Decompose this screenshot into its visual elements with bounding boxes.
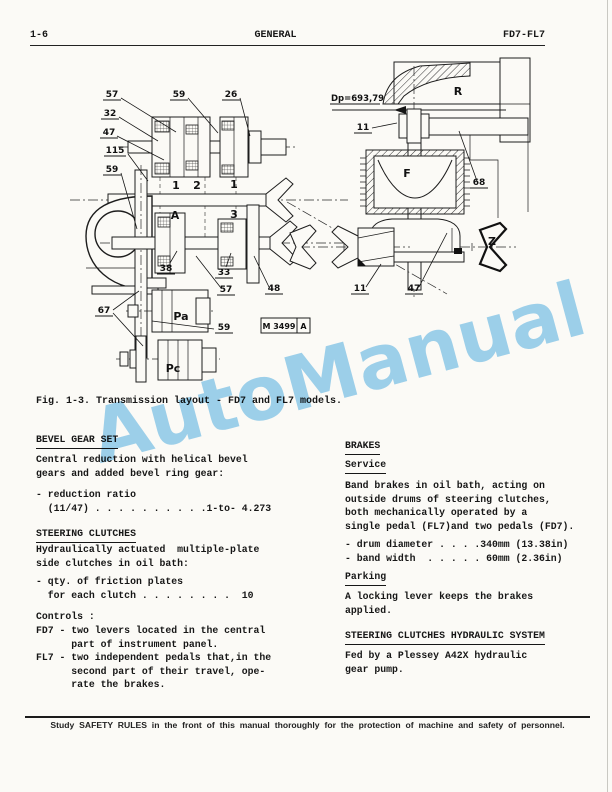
section-title: GENERAL (254, 30, 297, 41)
callout-57: 57 (106, 90, 119, 100)
pump-label-Pa: Pa (173, 310, 188, 323)
model-code: FD7-FL7 (502, 30, 545, 41)
callout-leader-lines (112, 97, 478, 347)
callout-47: 47 (103, 128, 116, 138)
figure-caption: Fig. 1-3. Transmission layout - FD7 and … (36, 396, 343, 407)
steering-clutches-heading: STEERING CLUTCHES (36, 527, 136, 543)
callout-32: 32 (104, 109, 117, 119)
gear-label-A: A (171, 209, 180, 222)
ujoint-yoke-left (289, 224, 317, 270)
hydraulic-system-body: Fed by a Plessey A42X hydraulic gear pum… (345, 650, 528, 675)
callout-115: 115 (106, 146, 125, 156)
gear-label-2: 2 (193, 179, 201, 192)
callout-67: 67 (98, 306, 111, 316)
parking-heading: Parking (345, 570, 387, 586)
yoke-Z (478, 221, 508, 273)
gear-label-1: 1 (172, 179, 180, 192)
service-spec: - drum diameter . . . .340mm (13.38in) -… (345, 539, 569, 564)
brakes-heading: BRAKES (345, 439, 381, 455)
callout-26: 26 (225, 90, 238, 100)
plate-code: M 3499 (262, 322, 295, 331)
plate-revision: A (300, 322, 307, 331)
steering-clutches-intro: Hydraulically actuated multiple-plate si… (36, 544, 260, 569)
parking-body: A locking lever keeps the brakes applied… (345, 591, 534, 616)
page-number: 1-6 (30, 30, 49, 41)
callout-59c: 59 (218, 323, 231, 333)
pump-label-Pc: Pc (166, 362, 181, 375)
gear-shaft-yoke (269, 220, 298, 266)
bevel-gear-intro: Central reduction with helical bevel gea… (36, 454, 248, 479)
dimension-note: Dp=693,79 (331, 94, 384, 104)
ujoint-yoke-hub (331, 225, 359, 269)
callout-57b: 57 (220, 285, 233, 295)
plate-code-box: M 3499 A (260, 317, 311, 334)
page-header: 1-6 GENERAL FD7-FL7 (30, 30, 545, 41)
gear-label-3: 3 (230, 208, 238, 221)
callout-47b: 47 (408, 284, 421, 294)
scan-edge-line (607, 0, 608, 792)
callout-48: 48 (268, 284, 281, 294)
main-shaft-yoke (265, 177, 294, 223)
ujoint-hub (357, 227, 395, 267)
callout-11: 11 (357, 123, 370, 133)
shaft-housing-bar (428, 117, 529, 136)
controls-body: FD7 - two levers located in the central … (36, 625, 272, 691)
service-heading: Service (345, 458, 387, 474)
callout-68: 68 (473, 178, 486, 188)
callout-38: 38 (160, 264, 173, 274)
callout-11b: 11 (354, 284, 367, 294)
bevel-gear-set-heading: BEVEL GEAR SET (36, 433, 119, 449)
controls-label: Controls : (36, 611, 95, 622)
disc-48 (246, 204, 260, 284)
callout-33: 33 (218, 268, 231, 278)
bevel-gear-spec: - reduction ratio (11/47) . . . . . . . … (36, 489, 272, 514)
ring-gear-section (382, 62, 471, 105)
input-shaft-stub (259, 138, 287, 156)
footer-rule (25, 716, 590, 718)
callout-underlines (95, 99, 488, 334)
label-Z: Z (488, 235, 496, 248)
header-rule (30, 45, 545, 46)
label-F: F (403, 167, 411, 180)
callout-59b: 59 (106, 165, 119, 175)
dimension-arrowhead (394, 106, 406, 114)
safety-notice: Study SAFETY RULES in the front of this … (50, 720, 565, 730)
steering-clutches-spec: - qty. of friction plates for each clutc… (36, 576, 254, 601)
hydraulic-system-heading: STEERING CLUTCHES HYDRAULIC SYSTEM (345, 629, 545, 645)
label-R: R (454, 85, 463, 98)
service-body: Band brakes in oil bath, acting on outsi… (345, 480, 575, 532)
collar-26 (248, 130, 262, 164)
gear-label-1b: 1 (230, 178, 238, 191)
callout-59: 59 (173, 90, 186, 100)
pump-Pc (157, 339, 203, 381)
